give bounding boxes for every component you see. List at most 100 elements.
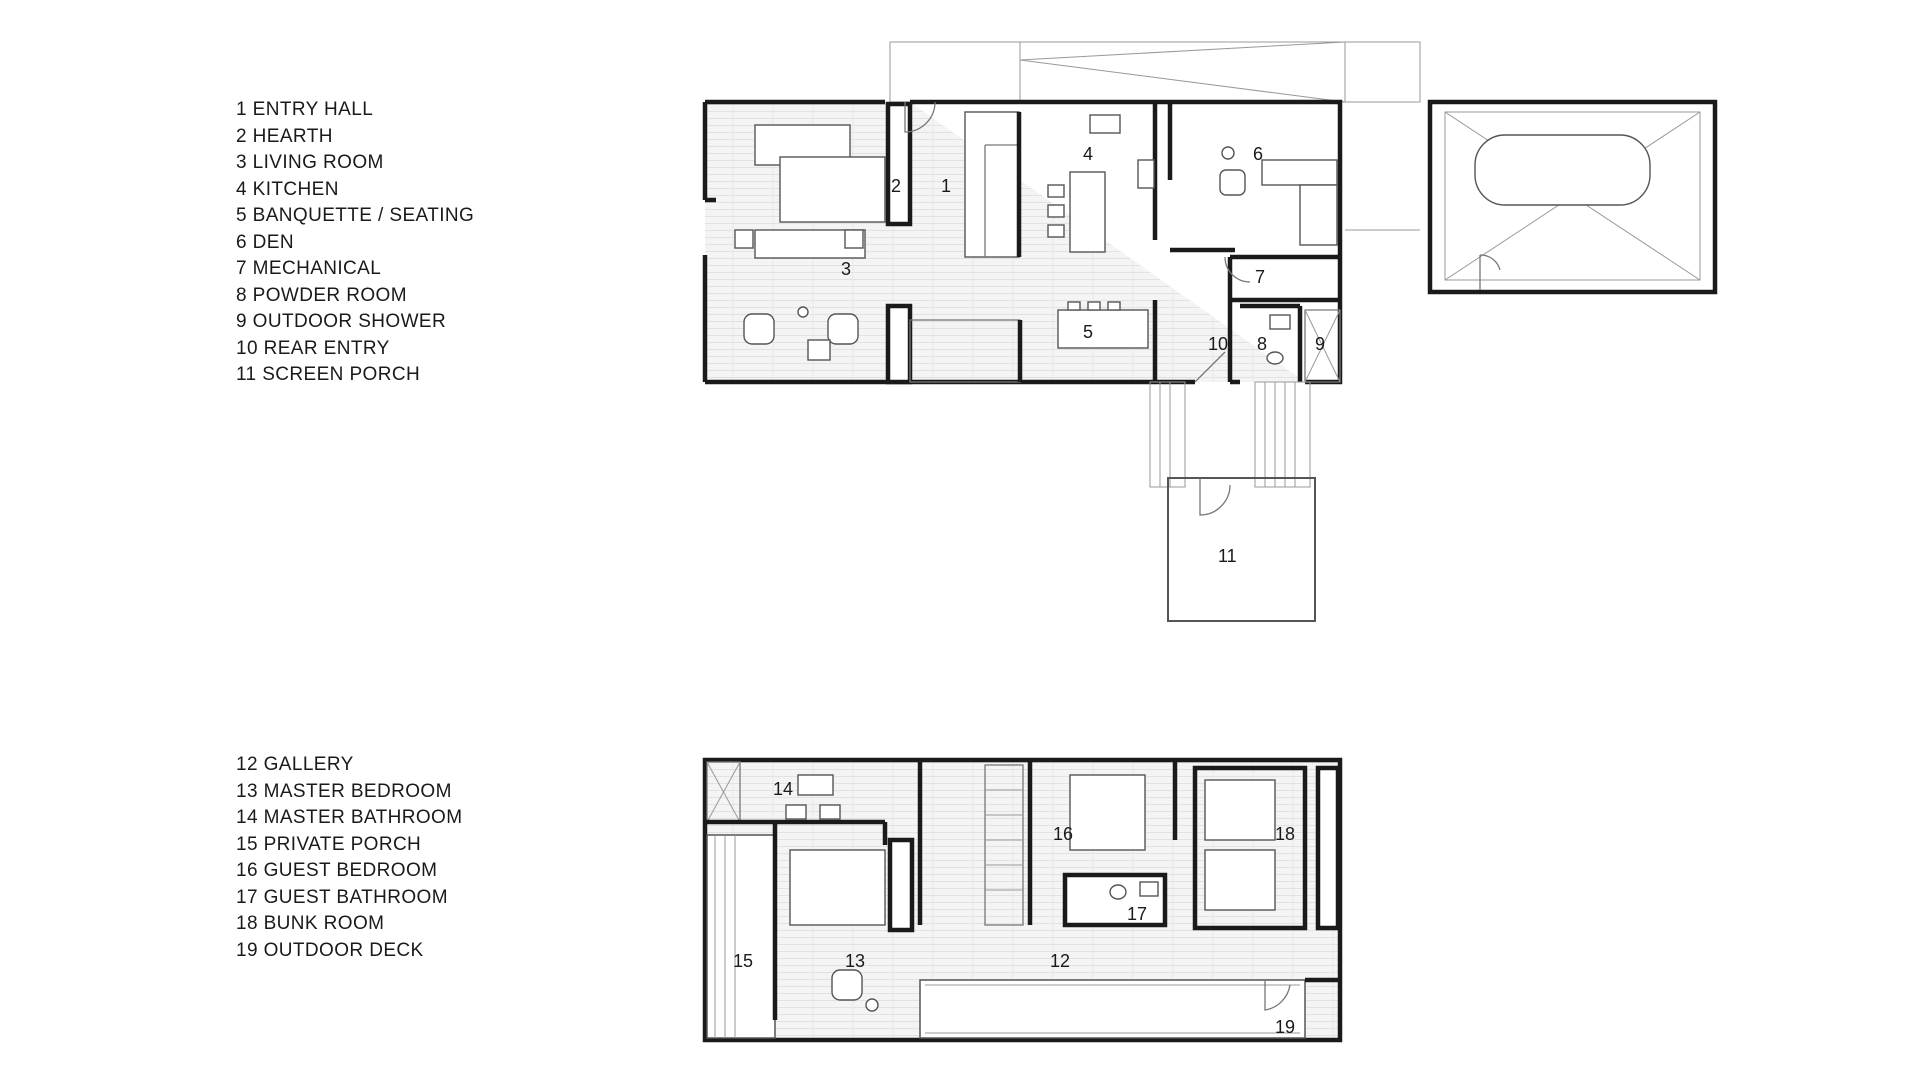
- sofa: [1299, 184, 1338, 246]
- floor-lamp: [797, 306, 809, 318]
- dining-table: [1057, 309, 1149, 349]
- kitchen-island: [1069, 171, 1106, 253]
- roof-line: [1019, 41, 1346, 61]
- room-label: 4: [1083, 144, 1093, 164]
- garage-slab: [1444, 111, 1701, 281]
- porch-door: [1199, 478, 1231, 516]
- bunk-bed: [1204, 779, 1276, 841]
- chair: [1107, 301, 1121, 311]
- sink: [819, 804, 841, 820]
- legend-item: 8 POWDER ROOM: [236, 284, 407, 306]
- room-label: 17: [1127, 904, 1147, 924]
- room-label: 7: [1255, 267, 1265, 287]
- chair: [1067, 301, 1081, 311]
- armchair: [1219, 169, 1246, 196]
- legend-ground-floor: 1 ENTRY HALL 2 HEARTH 3 LIVING ROOM 4 KI…: [236, 97, 474, 389]
- closet-wall: [1315, 765, 1341, 931]
- legend-item: 13 MASTER BEDROOM: [236, 780, 452, 802]
- closet-wall: [887, 837, 915, 933]
- ground-floor-plan: [702, 41, 1718, 622]
- legend-item: 12 GALLERY: [236, 754, 354, 775]
- stair-run: [1149, 381, 1186, 488]
- legend-item: 10 REAR ENTRY: [236, 337, 390, 359]
- legend-item: 15 PRIVATE PORCH: [236, 833, 422, 855]
- legend-item: 2 HEARTH: [236, 125, 333, 147]
- legend-item: 11 SCREEN PORCH: [236, 364, 421, 385]
- toilet: [1266, 351, 1284, 365]
- room-label: 11: [1218, 546, 1237, 566]
- room-label: 13: [845, 951, 865, 971]
- legend-item: 3 LIVING ROOM: [236, 152, 384, 173]
- legend-item: 1 ENTRY HALL: [236, 99, 374, 120]
- room-label: 3: [841, 259, 851, 279]
- garage: [1427, 99, 1718, 295]
- legend-upper-floor: 12 GALLERY 13 MASTER BEDROOM 14 MASTER B…: [236, 752, 462, 964]
- legend-item: 4 KITCHEN: [236, 178, 339, 200]
- room-label: 14: [773, 779, 793, 799]
- private-porch: [706, 834, 776, 1039]
- bunk-bed: [1204, 849, 1276, 911]
- ottoman: [807, 339, 831, 361]
- armchair: [831, 969, 863, 1001]
- legend-item: 19 OUTDOOR DECK: [236, 939, 424, 961]
- coffee-table: [779, 156, 886, 223]
- cooktop: [1137, 159, 1155, 189]
- bunk-room-wall: [1192, 765, 1308, 931]
- entry-door: [904, 101, 936, 133]
- sink: [1139, 881, 1159, 897]
- room-label: 2: [891, 176, 901, 196]
- stair: [984, 764, 1024, 926]
- floor-lamp: [1221, 146, 1235, 160]
- bed: [1069, 774, 1146, 851]
- armchair: [743, 313, 775, 345]
- shower-line: [706, 761, 741, 823]
- side-table: [734, 229, 754, 249]
- stool: [1047, 184, 1065, 198]
- stair: [964, 111, 1020, 258]
- exterior-stairs: [1149, 381, 1311, 488]
- mechanical-door: [1224, 256, 1251, 283]
- hearth-wall: [885, 101, 913, 227]
- room-label: 8: [1257, 334, 1267, 354]
- room-label: 15: [733, 951, 753, 971]
- room-label: 19: [1275, 1017, 1295, 1037]
- sofa: [1261, 159, 1338, 186]
- room-label: 6: [1253, 144, 1263, 164]
- sink: [1269, 314, 1291, 330]
- roof-outline: [889, 41, 1421, 103]
- armchair: [827, 313, 859, 345]
- legend-item: 14 MASTER BATHROOM: [236, 807, 463, 828]
- room-label: 12: [1050, 951, 1070, 971]
- exterior-wall: [705, 99, 1343, 385]
- car: [1474, 134, 1651, 206]
- wall-segment: [885, 303, 913, 385]
- legend-item: 7 MECHANICAL: [236, 258, 382, 279]
- floor-lamp: [865, 998, 879, 1012]
- room-label: 18: [1275, 824, 1295, 844]
- stair-run: [1254, 381, 1311, 488]
- room-label: 9: [1315, 334, 1325, 354]
- legend-item: 5 BANQUETTE / SEATING: [236, 205, 475, 226]
- legend-item: 17 GUEST BATHROOM: [236, 886, 448, 908]
- legend-item: 6 DEN: [236, 231, 294, 253]
- screen-porch: [1167, 477, 1316, 622]
- legend-item: 18 BUNK ROOM: [236, 913, 385, 934]
- room-label: 10: [1208, 334, 1228, 354]
- shower-line: [1304, 309, 1341, 383]
- rear-entry-door: [1194, 351, 1226, 383]
- room-label: 5: [1083, 322, 1093, 342]
- stool: [1047, 224, 1065, 238]
- legend-item: 16 GUEST BEDROOM: [236, 860, 438, 881]
- sink: [785, 804, 807, 820]
- outdoor-deck: [919, 979, 1306, 1039]
- range: [1089, 114, 1121, 134]
- side-table: [844, 229, 864, 249]
- chair: [1087, 301, 1101, 311]
- bed: [789, 849, 886, 926]
- toilet: [1109, 884, 1127, 900]
- stool: [1047, 204, 1065, 218]
- room-label: 1: [941, 176, 951, 196]
- room-label: 16: [1053, 824, 1073, 844]
- garage-door: [1479, 254, 1501, 290]
